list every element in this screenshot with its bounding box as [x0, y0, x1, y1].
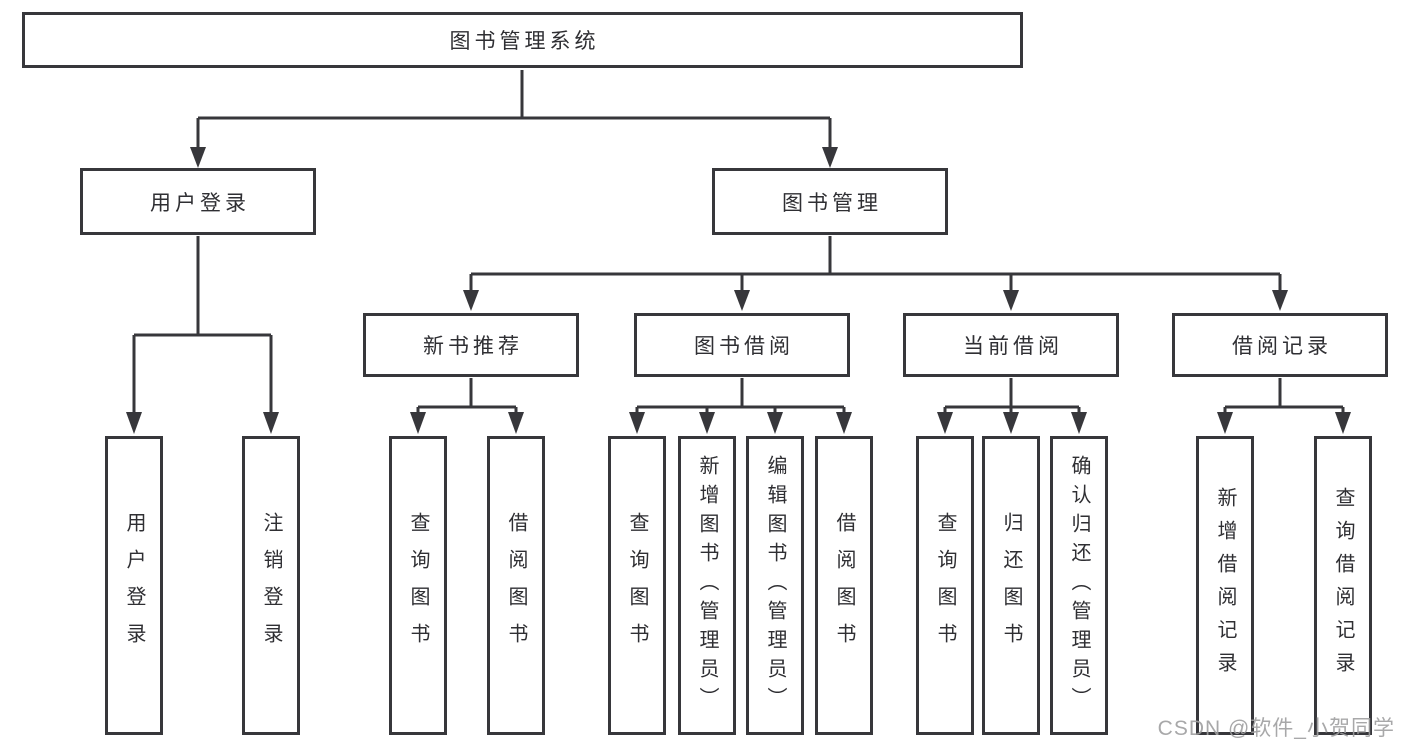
leaf-cb-return-book: 归还图书 [982, 436, 1040, 735]
leaf-rec-borrow-book-label: 借阅图书 [505, 511, 527, 660]
connector-book-borrow-to-leaves [629, 378, 852, 434]
connector-new-book-rec-to-leaves [410, 378, 524, 434]
leaf-bb-query-book: 查询图书 [608, 436, 666, 735]
leaf-br-query-record: 查询借阅记录 [1314, 436, 1372, 735]
leaf-user-login: 用户登录 [105, 436, 163, 735]
leaf-rec-query-book: 查询图书 [389, 436, 447, 735]
leaf-bb-edit-book-label: 编辑图书（管理员） [764, 455, 786, 716]
leaf-logout-label: 注销登录 [260, 511, 282, 660]
connector-current-borrow-to-leaves [937, 378, 1087, 434]
leaf-bb-borrow-book: 借阅图书 [815, 436, 873, 735]
leaf-bb-edit-book: 编辑图书（管理员） [746, 436, 804, 735]
node-root-label: 图书管理系统 [449, 30, 600, 53]
connector-user-login-to-leaves [126, 236, 279, 434]
node-new-book-rec-label: 新书推荐 [423, 335, 523, 358]
leaf-cb-query-book: 查询图书 [916, 436, 974, 735]
node-current-borrow-label: 当前借阅 [963, 335, 1063, 358]
node-book-borrow-label: 图书借阅 [694, 335, 794, 358]
leaf-cb-confirm-return-label: 确认归还（管理员） [1068, 455, 1090, 716]
node-book-mgmt-label: 图书管理 [782, 191, 882, 215]
leaf-logout: 注销登录 [242, 436, 300, 735]
node-borrow-record: 借阅记录 [1172, 313, 1388, 377]
leaf-bb-add-book: 新增图书（管理员） [678, 436, 736, 735]
node-user-login: 用户登录 [80, 168, 316, 235]
leaf-user-login-label: 用户登录 [123, 511, 145, 660]
csdn-watermark: CSDN @软件_小贺同学 [1157, 717, 1395, 740]
connector-root-to-level2 [190, 70, 838, 168]
leaf-rec-query-book-label: 查询图书 [407, 511, 429, 660]
leaf-br-add-record: 新增借阅记录 [1196, 436, 1254, 735]
node-root: 图书管理系统 [22, 12, 1023, 68]
node-new-book-rec: 新书推荐 [363, 313, 579, 377]
node-current-borrow: 当前借阅 [903, 313, 1119, 377]
node-book-mgmt: 图书管理 [712, 168, 948, 235]
node-borrow-record-label: 借阅记录 [1232, 335, 1332, 358]
leaf-bb-borrow-book-label: 借阅图书 [833, 511, 855, 660]
leaf-rec-borrow-book: 借阅图书 [487, 436, 545, 735]
leaf-bb-query-book-label: 查询图书 [626, 511, 648, 660]
node-book-borrow: 图书借阅 [634, 313, 850, 377]
connector-book-mgmt-to-level3 [463, 236, 1288, 311]
leaf-br-query-record-label: 查询借阅记录 [1332, 486, 1354, 685]
leaf-cb-return-book-label: 归还图书 [1000, 511, 1022, 660]
leaf-cb-query-book-label: 查询图书 [934, 511, 956, 660]
leaf-br-add-record-label: 新增借阅记录 [1214, 486, 1236, 685]
node-user-login-label: 用户登录 [150, 191, 250, 215]
leaf-bb-add-book-label: 新增图书（管理员） [696, 455, 718, 716]
connector-borrow-record-to-leaves [1217, 378, 1351, 434]
leaf-cb-confirm-return: 确认归还（管理员） [1050, 436, 1108, 735]
